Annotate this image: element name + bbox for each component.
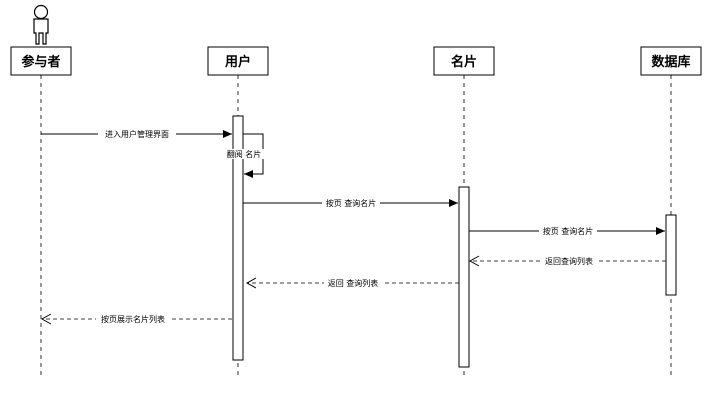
message-query-cards-db: 按页 查询名片	[469, 226, 665, 236]
lifeline-label-db: 数据库	[651, 54, 690, 70]
message-label: 按页 查询名片	[326, 198, 377, 208]
activation-card	[458, 186, 470, 368]
activation-db	[665, 214, 677, 296]
message-label: 返回查询列表	[545, 256, 593, 266]
message-browse-cards: 翻阅 名片	[223, 133, 265, 178]
lifeline-label-card: 名片	[451, 54, 477, 70]
message-label: 按页 查询名片	[543, 226, 594, 236]
message-label: 翻阅 名片	[227, 149, 262, 159]
lifeline-box-card: 名片	[433, 46, 495, 76]
message-query-cards-by-page: 按页 查询名片	[243, 198, 458, 208]
activation-user	[232, 115, 244, 361]
lifeline-box-db: 数据库	[640, 46, 702, 76]
message-return-query-list: 返回 查询列表	[245, 277, 459, 289]
actor-box: 参与者	[10, 46, 72, 76]
lifeline-box-user: 用户	[207, 46, 269, 76]
actor-label: 参与者	[21, 54, 60, 70]
actor-icon	[33, 4, 49, 45]
lifeline-label-user: 用户	[224, 54, 251, 70]
message-display-card-list: 按页展示名片列表	[40, 313, 232, 325]
message-label: 返回 查询列表	[328, 278, 379, 288]
message-enter-user-management: 进入用户管理界面	[41, 129, 232, 139]
message-label: 按页展示名片列表	[101, 314, 165, 324]
message-label: 进入用户管理界面	[105, 129, 169, 139]
message-return-query-list-db: 返回查询列表	[468, 255, 666, 267]
